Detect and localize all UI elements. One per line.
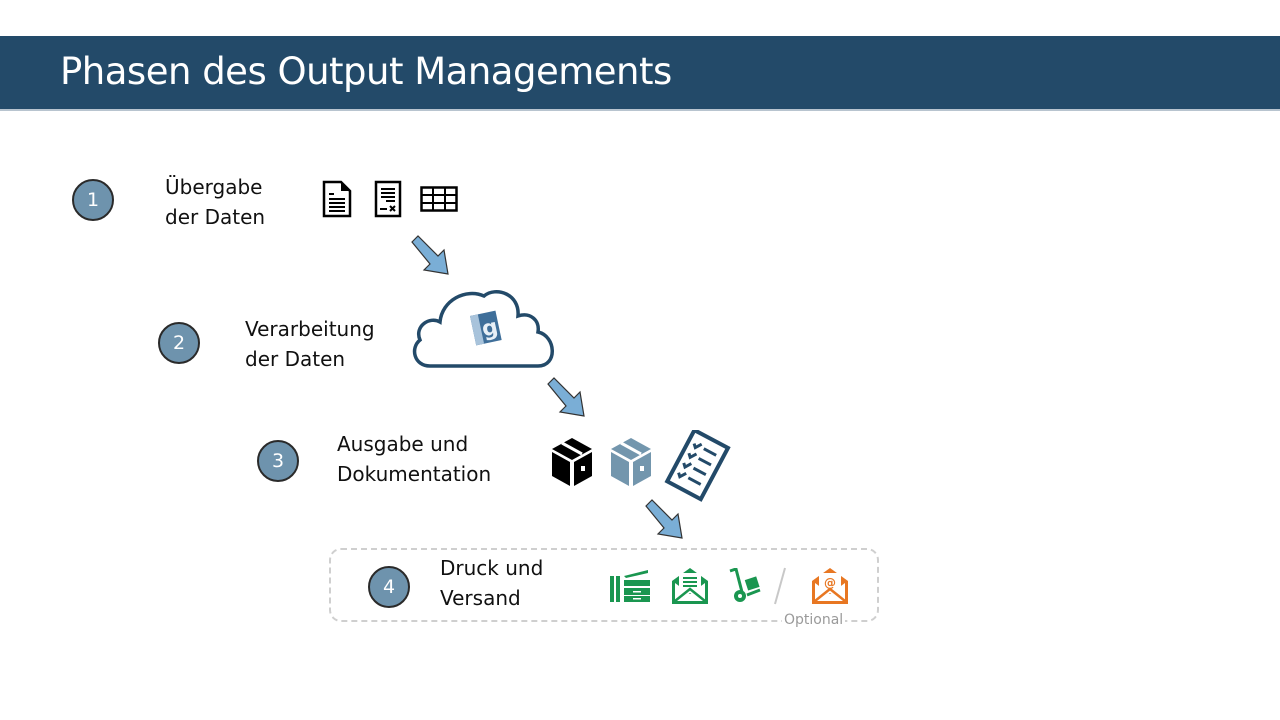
step-4-badge: 4 (368, 566, 410, 608)
flow-arrow-2 (547, 377, 585, 417)
optional-label: Optional (782, 612, 846, 628)
step-4-line2: Versand (440, 586, 521, 610)
printer-icon (610, 570, 650, 602)
step-1-line2: der Daten (165, 205, 266, 229)
step-1-label: Übergabe der Daten (165, 172, 265, 232)
svg-text:g: g (480, 315, 501, 343)
step-4-container (329, 548, 879, 622)
step-2-badge: 2 (158, 322, 200, 364)
step-3-line2: Dokumentation (337, 462, 492, 486)
cloud-icon: g (412, 290, 554, 368)
hand-truck-icon (729, 568, 761, 602)
table-icon (420, 186, 458, 212)
package-blue-icon (611, 438, 651, 486)
package-black-icon (552, 438, 592, 486)
letter-icon (672, 568, 708, 604)
form-document-icon (374, 180, 402, 218)
svg-text:@: @ (824, 576, 836, 590)
flow-arrow-3 (645, 499, 683, 539)
separator-slash (774, 567, 786, 605)
page-title: Phasen des Output Managements (60, 50, 672, 93)
step-2-label: Verarbeitung der Daten (245, 314, 375, 374)
header-bar: Phasen des Output Managements (0, 36, 1280, 111)
step-1-line1: Übergabe (165, 175, 263, 199)
step-2-line1: Verarbeitung (245, 317, 375, 341)
step-2-line2: der Daten (245, 347, 346, 371)
step-3-line1: Ausgabe und (337, 432, 469, 456)
checklist-icon (664, 430, 731, 502)
flow-arrow-1 (411, 235, 449, 275)
processing-logo-icon: g (470, 310, 502, 346)
step-3-label: Ausgabe und Dokumentation (337, 429, 491, 489)
email-icon: @ (812, 568, 848, 604)
step-4-line1: Druck und (440, 556, 544, 580)
document-icon (322, 180, 352, 218)
step-3-badge: 3 (257, 440, 299, 482)
step-1-badge: 1 (72, 179, 114, 221)
step-4-label: Druck und Versand (440, 553, 543, 613)
